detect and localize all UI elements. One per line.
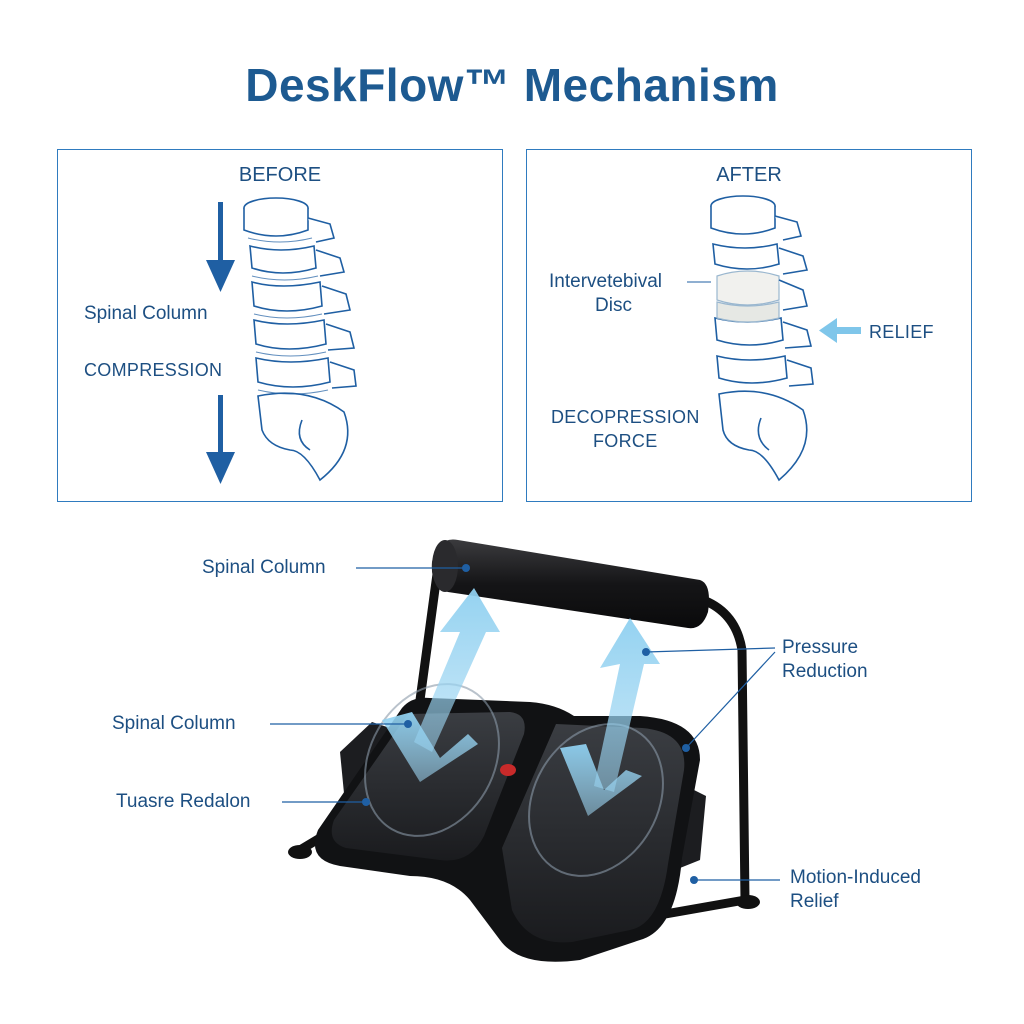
callout-motion-line1: Motion-Induced bbox=[790, 867, 921, 888]
callout-pressure-line1: Pressure bbox=[782, 637, 859, 658]
callout-tuasre-redalon: Tuasre Redalon bbox=[116, 791, 251, 812]
before-label-spinal-column: Spinal Column bbox=[84, 303, 208, 324]
callout-dots bbox=[362, 564, 698, 884]
after-spine-illustration bbox=[687, 195, 861, 482]
foot-left bbox=[288, 845, 312, 859]
callout-lines bbox=[270, 567, 780, 881]
page-title: DeskFlow™ Mechanism bbox=[245, 59, 779, 111]
after-heading: AFTER bbox=[716, 164, 782, 186]
callout-motion-line2: Relief bbox=[790, 891, 839, 912]
pad-left bbox=[331, 712, 525, 861]
roller-bar bbox=[431, 539, 709, 629]
compression-arrow-bottom bbox=[206, 395, 235, 484]
before-spine-illustration bbox=[206, 197, 357, 484]
callout-spinal-column-top: Spinal Column bbox=[202, 557, 326, 578]
before-panel: BEFORE bbox=[57, 149, 503, 502]
before-label-compression: COMPRESSION bbox=[84, 360, 223, 380]
footrest-base bbox=[314, 683, 700, 962]
after-label-disc-line2: Disc bbox=[595, 295, 632, 316]
after-label-relief: RELIEF bbox=[869, 322, 934, 342]
center-button bbox=[500, 764, 516, 776]
after-label-decompression-line1: DECOPRESSION bbox=[551, 407, 700, 427]
before-heading: BEFORE bbox=[238, 164, 322, 186]
callout-spinal-column-mid: Spinal Column bbox=[112, 713, 236, 734]
after-label-disc-line1: Intervetebival bbox=[549, 271, 663, 292]
compression-arrow-top bbox=[206, 202, 235, 292]
pad-right bbox=[502, 724, 685, 943]
after-label-decompression-line2: FORCE bbox=[593, 431, 658, 451]
callout-pressure-line2: Reduction bbox=[782, 661, 868, 682]
after-panel: AFTER Intervetebival Disc bbox=[526, 149, 972, 502]
relief-arrow bbox=[819, 318, 861, 343]
intervertebral-disc bbox=[716, 270, 808, 323]
spine-vertebrae bbox=[243, 197, 357, 482]
motion-arrows-left bbox=[382, 588, 500, 782]
motion-arrows-right bbox=[560, 618, 660, 816]
foot-right bbox=[736, 895, 760, 909]
